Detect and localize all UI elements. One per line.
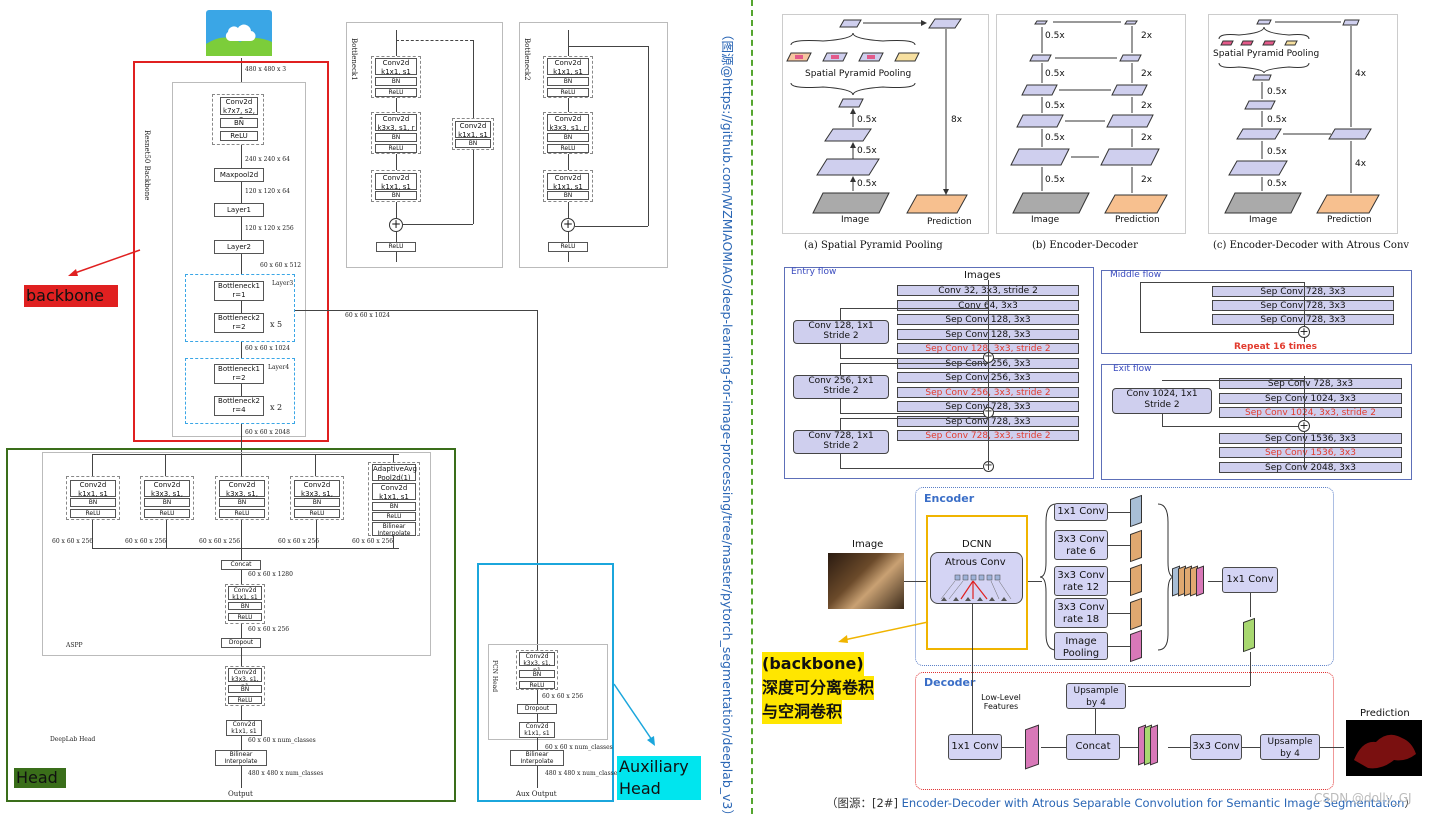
aspp-branch-relu: ReLU	[219, 509, 265, 518]
aspp-label: ASPP	[66, 642, 83, 649]
backbone-arrow	[62, 248, 142, 278]
concat-block: Concat	[221, 560, 261, 570]
input-image	[828, 553, 904, 609]
aspp-box	[42, 452, 431, 656]
deeplab-head-label: DeepLab Head	[50, 736, 96, 743]
spp-panel: Spatial Pyramid Pooling 0.5x 0.5x 0.5x 8…	[782, 14, 989, 234]
exit-layer: Sep Conv 2048, 3x3	[1219, 461, 1402, 473]
fcn-box	[488, 644, 608, 740]
bottleneck1-panel	[346, 22, 503, 268]
backbone-title: Resnet50 Backbone	[143, 130, 151, 201]
aspp-branch-relu: ReLU	[70, 509, 116, 518]
backbone-badge: backbone	[24, 285, 118, 307]
bottleneck2-panel	[519, 22, 668, 268]
aspp-branch-bn: BN	[219, 498, 265, 507]
aspp-branch-bn: BN	[144, 498, 190, 507]
source-text: （图源@https://github.com/WZMIAOMIAO/deep-l…	[720, 28, 735, 822]
aspp-module: Image Pooling	[1054, 632, 1108, 660]
entry-skip: Conv 256, 1x1 Stride 2	[793, 375, 889, 399]
feat-map-2	[1130, 529, 1142, 563]
atrous-panel: Spatial Pyramid Pooling 0.5x 0.5x 0.5x 0…	[1208, 14, 1398, 234]
exit-layer: Sep Conv 1536, 3x3	[1219, 447, 1402, 458]
aspp-branch-relu: ReLU	[144, 509, 190, 518]
dec-1x1-conv: 1x1 Conv	[948, 734, 1002, 760]
source-caption: （图源：[2#] Encoder-Decoder with Atrous Sep…	[826, 796, 1416, 810]
dec-concat: Concat	[1066, 734, 1120, 760]
upsample-2: Upsample by 4	[1260, 734, 1320, 760]
source-link[interactable]: Encoder-Decoder with Atrous Separable Co…	[901, 796, 1405, 810]
aux-head-box	[477, 563, 614, 802]
aspp-branch-bn: BN	[70, 498, 116, 507]
feat-map-lowlevel	[1025, 724, 1039, 770]
layer2-block: Layer2	[214, 240, 264, 254]
middle-layer: Sep Conv 728, 3x3	[1212, 286, 1394, 297]
aspp-branch-bn: BN	[294, 498, 340, 507]
atrous-conv-box: Atrous Conv	[930, 552, 1023, 604]
add-icon: +	[561, 217, 575, 232]
layer3-box	[185, 274, 295, 342]
middle-layer: Sep Conv 728, 3x3	[1212, 314, 1394, 325]
exit-layer: Sep Conv 1024, 3x3, stride 2	[1219, 407, 1402, 418]
dropout-block: Dropout	[221, 638, 261, 648]
feat-map-3	[1130, 563, 1142, 597]
head-box	[6, 448, 456, 802]
feat-map-5	[1130, 629, 1142, 663]
entry-flow-box	[784, 267, 1094, 479]
annot-arrow	[832, 620, 932, 646]
exit-skip: Conv 1024, 1x1 Stride 2	[1112, 388, 1212, 414]
divider	[751, 0, 753, 814]
exit-layer: Sep Conv 1024, 3x3	[1219, 392, 1402, 404]
atrous-caption: (c) Encoder-Decoder with Atrous Conv	[1213, 240, 1410, 251]
maxpool-block: Maxpool2d	[214, 168, 264, 182]
dec-3x3-conv: 3x3 Conv	[1190, 734, 1242, 760]
middle-flow-box	[1101, 270, 1412, 354]
feat-map-1	[1130, 494, 1142, 528]
spp-caption: (a) Spatial Pyramid Pooling	[804, 240, 943, 251]
aspp-module: 3x3 Conv rate 18	[1054, 598, 1108, 628]
decoder-box	[915, 672, 1334, 790]
exit-layer: Sep Conv 728, 3x3	[1219, 378, 1402, 389]
encdec-caption: (b) Encoder-Decoder	[1032, 240, 1138, 251]
dcnn-box	[926, 515, 1028, 650]
layer4-box	[185, 358, 295, 424]
feat-map-green	[1243, 617, 1255, 653]
input-size: 480 x 480 x 3	[245, 66, 287, 73]
aspp-module: 3x3 Conv rate 12	[1054, 566, 1108, 596]
watermark: CSDN @dolly_GJ	[1314, 791, 1412, 805]
resnet-box	[172, 82, 306, 437]
aux-arrow	[612, 682, 660, 748]
aspp-branch-relu: ReLU	[294, 509, 340, 518]
enc-1x1-conv: 1x1 Conv	[1222, 567, 1278, 593]
entry-skip: Conv 128, 1x1 Stride 2	[793, 320, 889, 344]
concat-stack	[1172, 563, 1206, 599]
head-badge: Head	[14, 768, 66, 788]
low-level-label: Low-Level Features	[981, 693, 1021, 711]
encdec-panel: 0.5x 0.5x 0.5x 0.5x 0.5x 2x 2x 2x 2x 2x …	[996, 14, 1186, 234]
entry-skip: Conv 728, 1x1 Stride 2	[793, 430, 889, 454]
upsample-1: Upsample by 4	[1066, 683, 1126, 709]
feat-map-concat	[1138, 724, 1168, 768]
image-icon	[206, 10, 272, 56]
feat-map-4	[1130, 597, 1142, 631]
aspp-module: 3x3 Conv rate 6	[1054, 530, 1108, 560]
encoder-box	[915, 487, 1334, 666]
prediction-image	[1346, 720, 1422, 776]
exit-layer: Sep Conv 1536, 3x3	[1219, 432, 1402, 444]
annot-box: (backbone) 深度可分离卷积 与空洞卷积	[762, 652, 914, 724]
exit-flow-box	[1101, 364, 1412, 480]
layer1-block: Layer1	[214, 203, 264, 217]
middle-layer: Sep Conv 728, 3x3	[1212, 300, 1394, 311]
add-icon: +	[389, 217, 403, 232]
aspp-module: 1x1 Conv	[1054, 503, 1108, 521]
